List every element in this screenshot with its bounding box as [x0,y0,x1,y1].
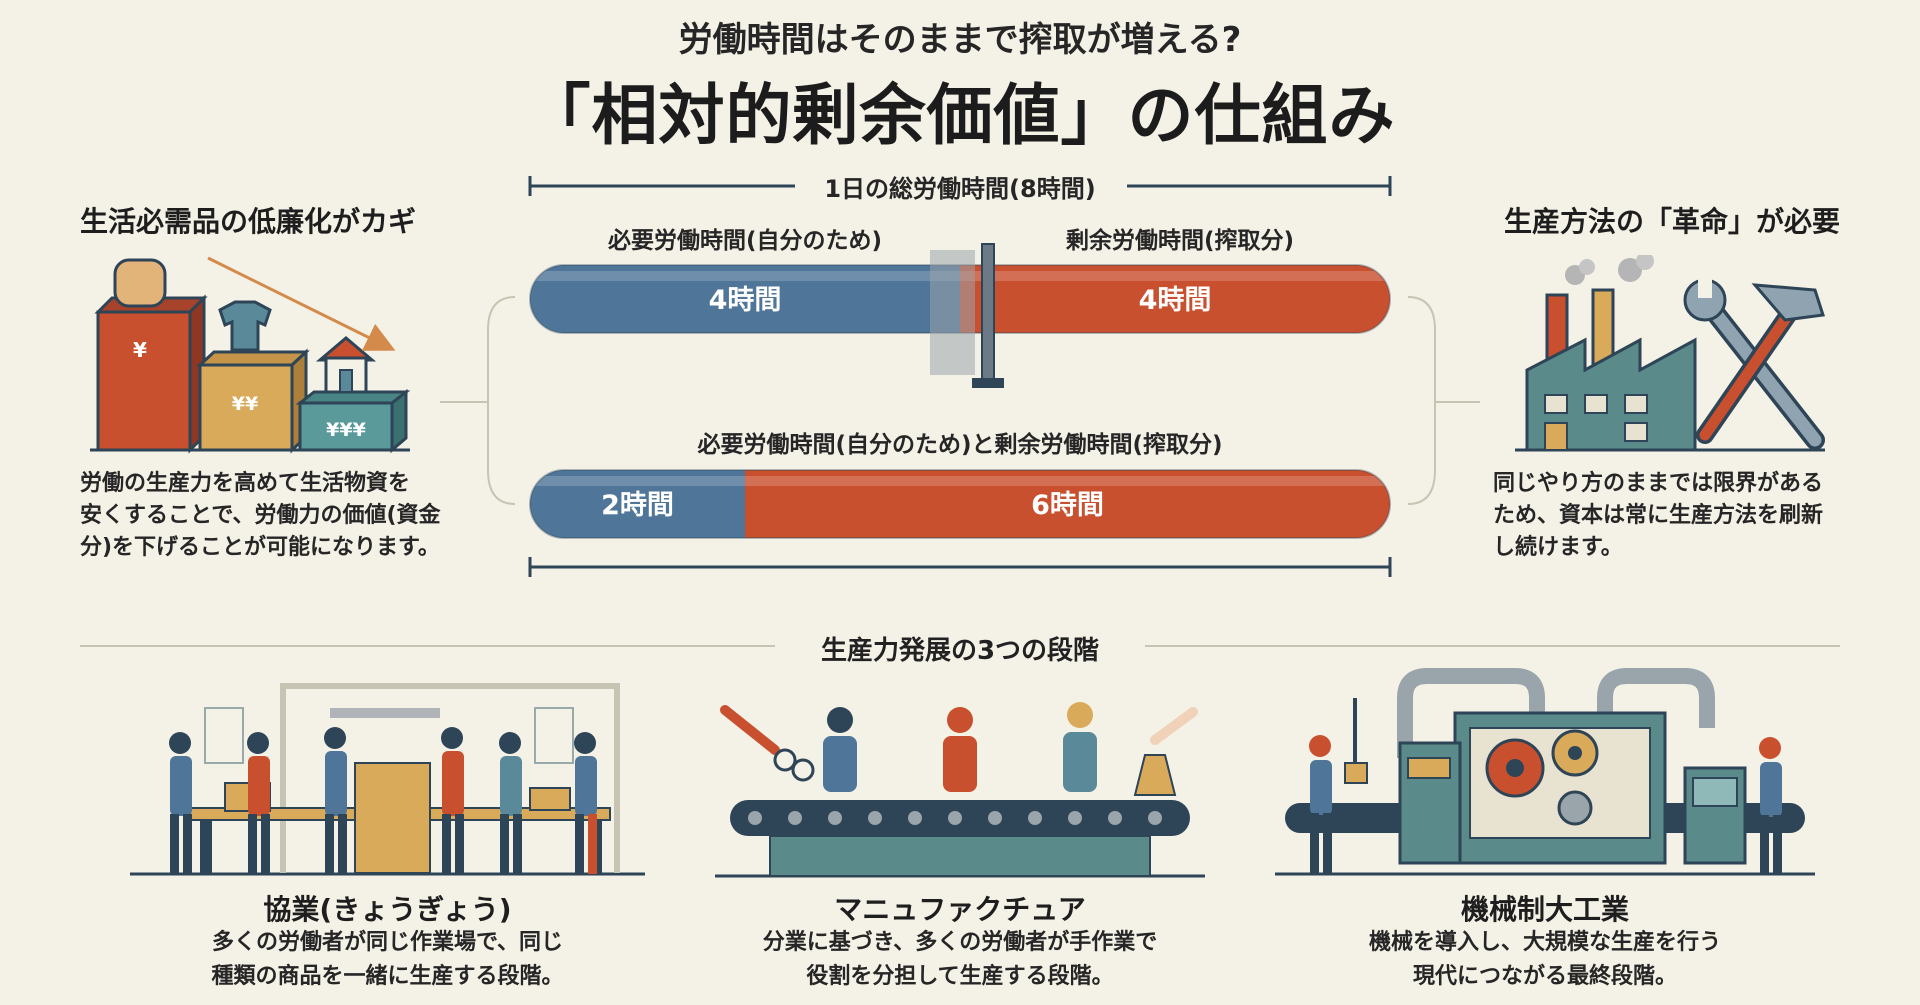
price-label: ¥¥¥ [326,419,366,441]
stage-text-cooperation: 多くの労働者が同じ作業場で、同じ種類の商品を一緒に生産する段階。 [211,930,564,989]
machine-industry-illustration [1275,668,1815,876]
right-heading: 生産方法の「革命」が必要 [1504,205,1841,238]
stages-heading: 生産力発展の3つの段階 [820,636,1100,666]
manufacture-illustration [715,702,1205,878]
surplus-labor-bar [960,265,1390,333]
factory-tools-illustration [1515,255,1825,452]
hammer-icon [1696,283,1825,444]
total-time-label: 1日の総労働時間(8時間) [824,175,1095,203]
divider-clamp-icon [930,243,1004,388]
necessary-hours-label: 4時間 [709,285,782,316]
bread-icon [113,258,167,308]
cooperation-illustration [130,683,645,876]
surplus-hours-label: 4時間 [1139,285,1212,316]
stage-title-cooperation: 協業(きょうぎょう) [263,893,512,926]
shirt-icon [218,300,272,352]
factory-icon [1525,255,1697,452]
surplus-labor-bar [745,470,1390,538]
left-heading: 生活必需品の低廉化がカギ [80,205,417,238]
necessary-labor-label: 必要労働時間(自分のため) [608,227,882,254]
house-icon [315,336,377,394]
necessary-labor-bar [530,470,745,538]
surplus-labor-label: 剰余労働時間(搾取分) [1065,227,1294,254]
page-title: 「相対的剰余価値」の仕組み [524,77,1396,154]
right-description: 同じやり方のままでは限界があるため、資本は常に生産方法を刷新し続けます。 [1493,471,1824,560]
surplus-hours-label: 6時間 [1031,490,1104,521]
necessary-hours-label: 2時間 [601,490,674,521]
stage-text-machine-industry: 機械を導入し、大規模な生産を行う現代につながる最終段階。 [1368,930,1721,989]
scissors-icon [720,705,815,782]
stage-text-manufacture: 分業に基づき、多くの労働者が手作業で役割を分担して生産する段階。 [762,930,1158,989]
comparison-label: 必要労働時間(自分のため)と剰余労働時間(搾取分) [697,431,1222,458]
stage-title-manufacture: マニュファクチュア [834,893,1086,926]
cheap-goods-illustration: ¥ ¥¥ ¥¥¥ [90,256,411,454]
necessary-labor-bar [530,265,960,333]
subtitle: 労働時間はそのままで搾取が増える? [678,20,1242,60]
price-label: ¥¥ [232,393,258,415]
price-label: ¥ [133,338,147,362]
stage-title-machine-industry: 機械制大工業 [1460,893,1629,926]
left-description: 労働の生産力を高めて生活物資を安くすることで、労働力の価値(資金分)を下げること… [80,471,441,560]
gear-icon [1557,790,1593,826]
decrease-arrow-icon [207,256,396,351]
